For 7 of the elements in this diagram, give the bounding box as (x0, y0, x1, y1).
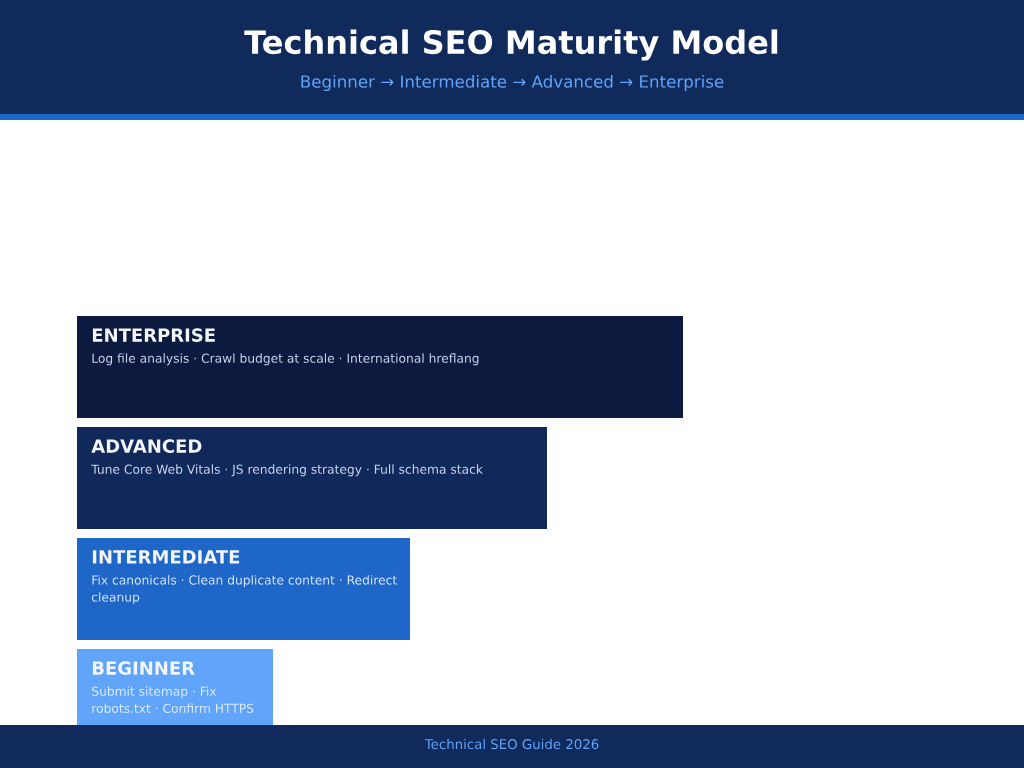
level-box: INTERMEDIATE Fix canonicals · Clean duplicate content · Redirect cleanup (77, 538, 410, 640)
footer-text: Technical SEO Guide 2026 (424, 738, 599, 750)
subtitle: Beginner → Intermediate → Advanced → Enterprise (301, 74, 724, 92)
level-box: BEGINNER Submit sitemap · Fix robots.txt · Confirm HTTPS (77, 649, 273, 725)
level-box: ENTERPRISE Log file analysis · Crawl budget at scale · International hreflang (77, 316, 683, 418)
level-box: ADVANCED Tune Core Web Vitals · JS rendering strategy · Full schema stack (77, 427, 547, 529)
title: Technical SEO Maturity Model (244, 29, 778, 61)
